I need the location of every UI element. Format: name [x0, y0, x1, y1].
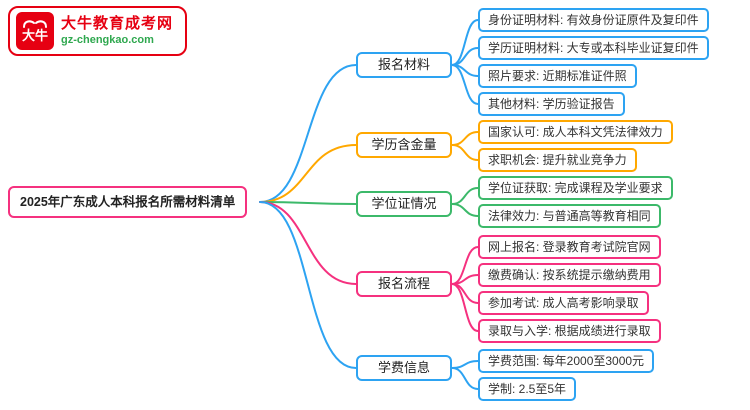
leaf-photo-requirement: 照片要求: 近期标准证件照 — [478, 64, 637, 88]
connector — [451, 274, 479, 285]
leaf-admission-enrollment: 录取与入学: 根据成绩进行录取 — [478, 319, 661, 343]
site-logo: 大牛 大牛教育成考网 gz-chengkao.com — [8, 6, 188, 56]
logo-mark-text: 大牛 — [21, 28, 48, 43]
leaf-other-materials: 其他材料: 学历验证报告 — [478, 92, 625, 116]
connector — [451, 283, 479, 304]
connector — [259, 64, 357, 203]
connector — [451, 367, 479, 390]
leaf-education-proof: 学历证明材料: 大专或本科毕业证复印件 — [478, 36, 709, 60]
connector — [451, 144, 479, 161]
connector — [259, 144, 357, 203]
connector — [451, 131, 479, 146]
leaf-study-duration: 学制: 2.5至5年 — [478, 377, 577, 401]
connector — [451, 360, 479, 369]
branch-registration-process: 报名流程 — [356, 271, 452, 297]
leaf-online-registration: 网上报名: 登录教育考试院官网 — [478, 235, 661, 259]
brand-name: 大牛教育成考网 — [61, 14, 174, 32]
bull-horns-icon — [23, 20, 47, 28]
connector — [451, 187, 479, 205]
connector — [451, 64, 479, 105]
leaf-job-opportunity: 求职机会: 提升就业竞争力 — [478, 148, 637, 172]
branch-degree-certificate: 学位证情况 — [356, 191, 452, 217]
connector — [259, 201, 357, 205]
leaf-degree-acquisition: 学位证获取: 完成课程及学业要求 — [478, 176, 673, 200]
leaf-identity-proof: 身份证明材料: 有效身份证原件及复印件 — [478, 8, 709, 32]
connector — [451, 19, 479, 66]
branch-registration-materials: 报名材料 — [356, 52, 452, 78]
connector — [259, 201, 357, 285]
branch-degree-value: 学历含金量 — [356, 132, 452, 158]
leaf-legal-validity: 法律效力: 与普通高等教育相同 — [478, 204, 661, 228]
connector — [451, 203, 479, 217]
leaf-tuition-range: 学费范围: 每年2000至3000元 — [478, 349, 655, 373]
connector — [259, 201, 357, 369]
bull-logo-icon: 大牛 — [16, 12, 54, 50]
connector — [451, 283, 479, 332]
leaf-national-recognition: 国家认可: 成人本科文凭法律效力 — [478, 120, 673, 144]
root-node: 2025年广东成人本科报名所需材料清单 — [8, 186, 248, 218]
leaf-payment-confirmation: 缴费确认: 按系统提示缴纳费用 — [478, 263, 661, 287]
branch-tuition-info: 学费信息 — [356, 355, 452, 381]
leaf-take-exam: 参加考试: 成人高考影响录取 — [478, 291, 649, 315]
brand-domain: gz-chengkao.com — [61, 33, 154, 46]
logo-text-block: 大牛教育成考网 gz-chengkao.com — [61, 15, 173, 48]
